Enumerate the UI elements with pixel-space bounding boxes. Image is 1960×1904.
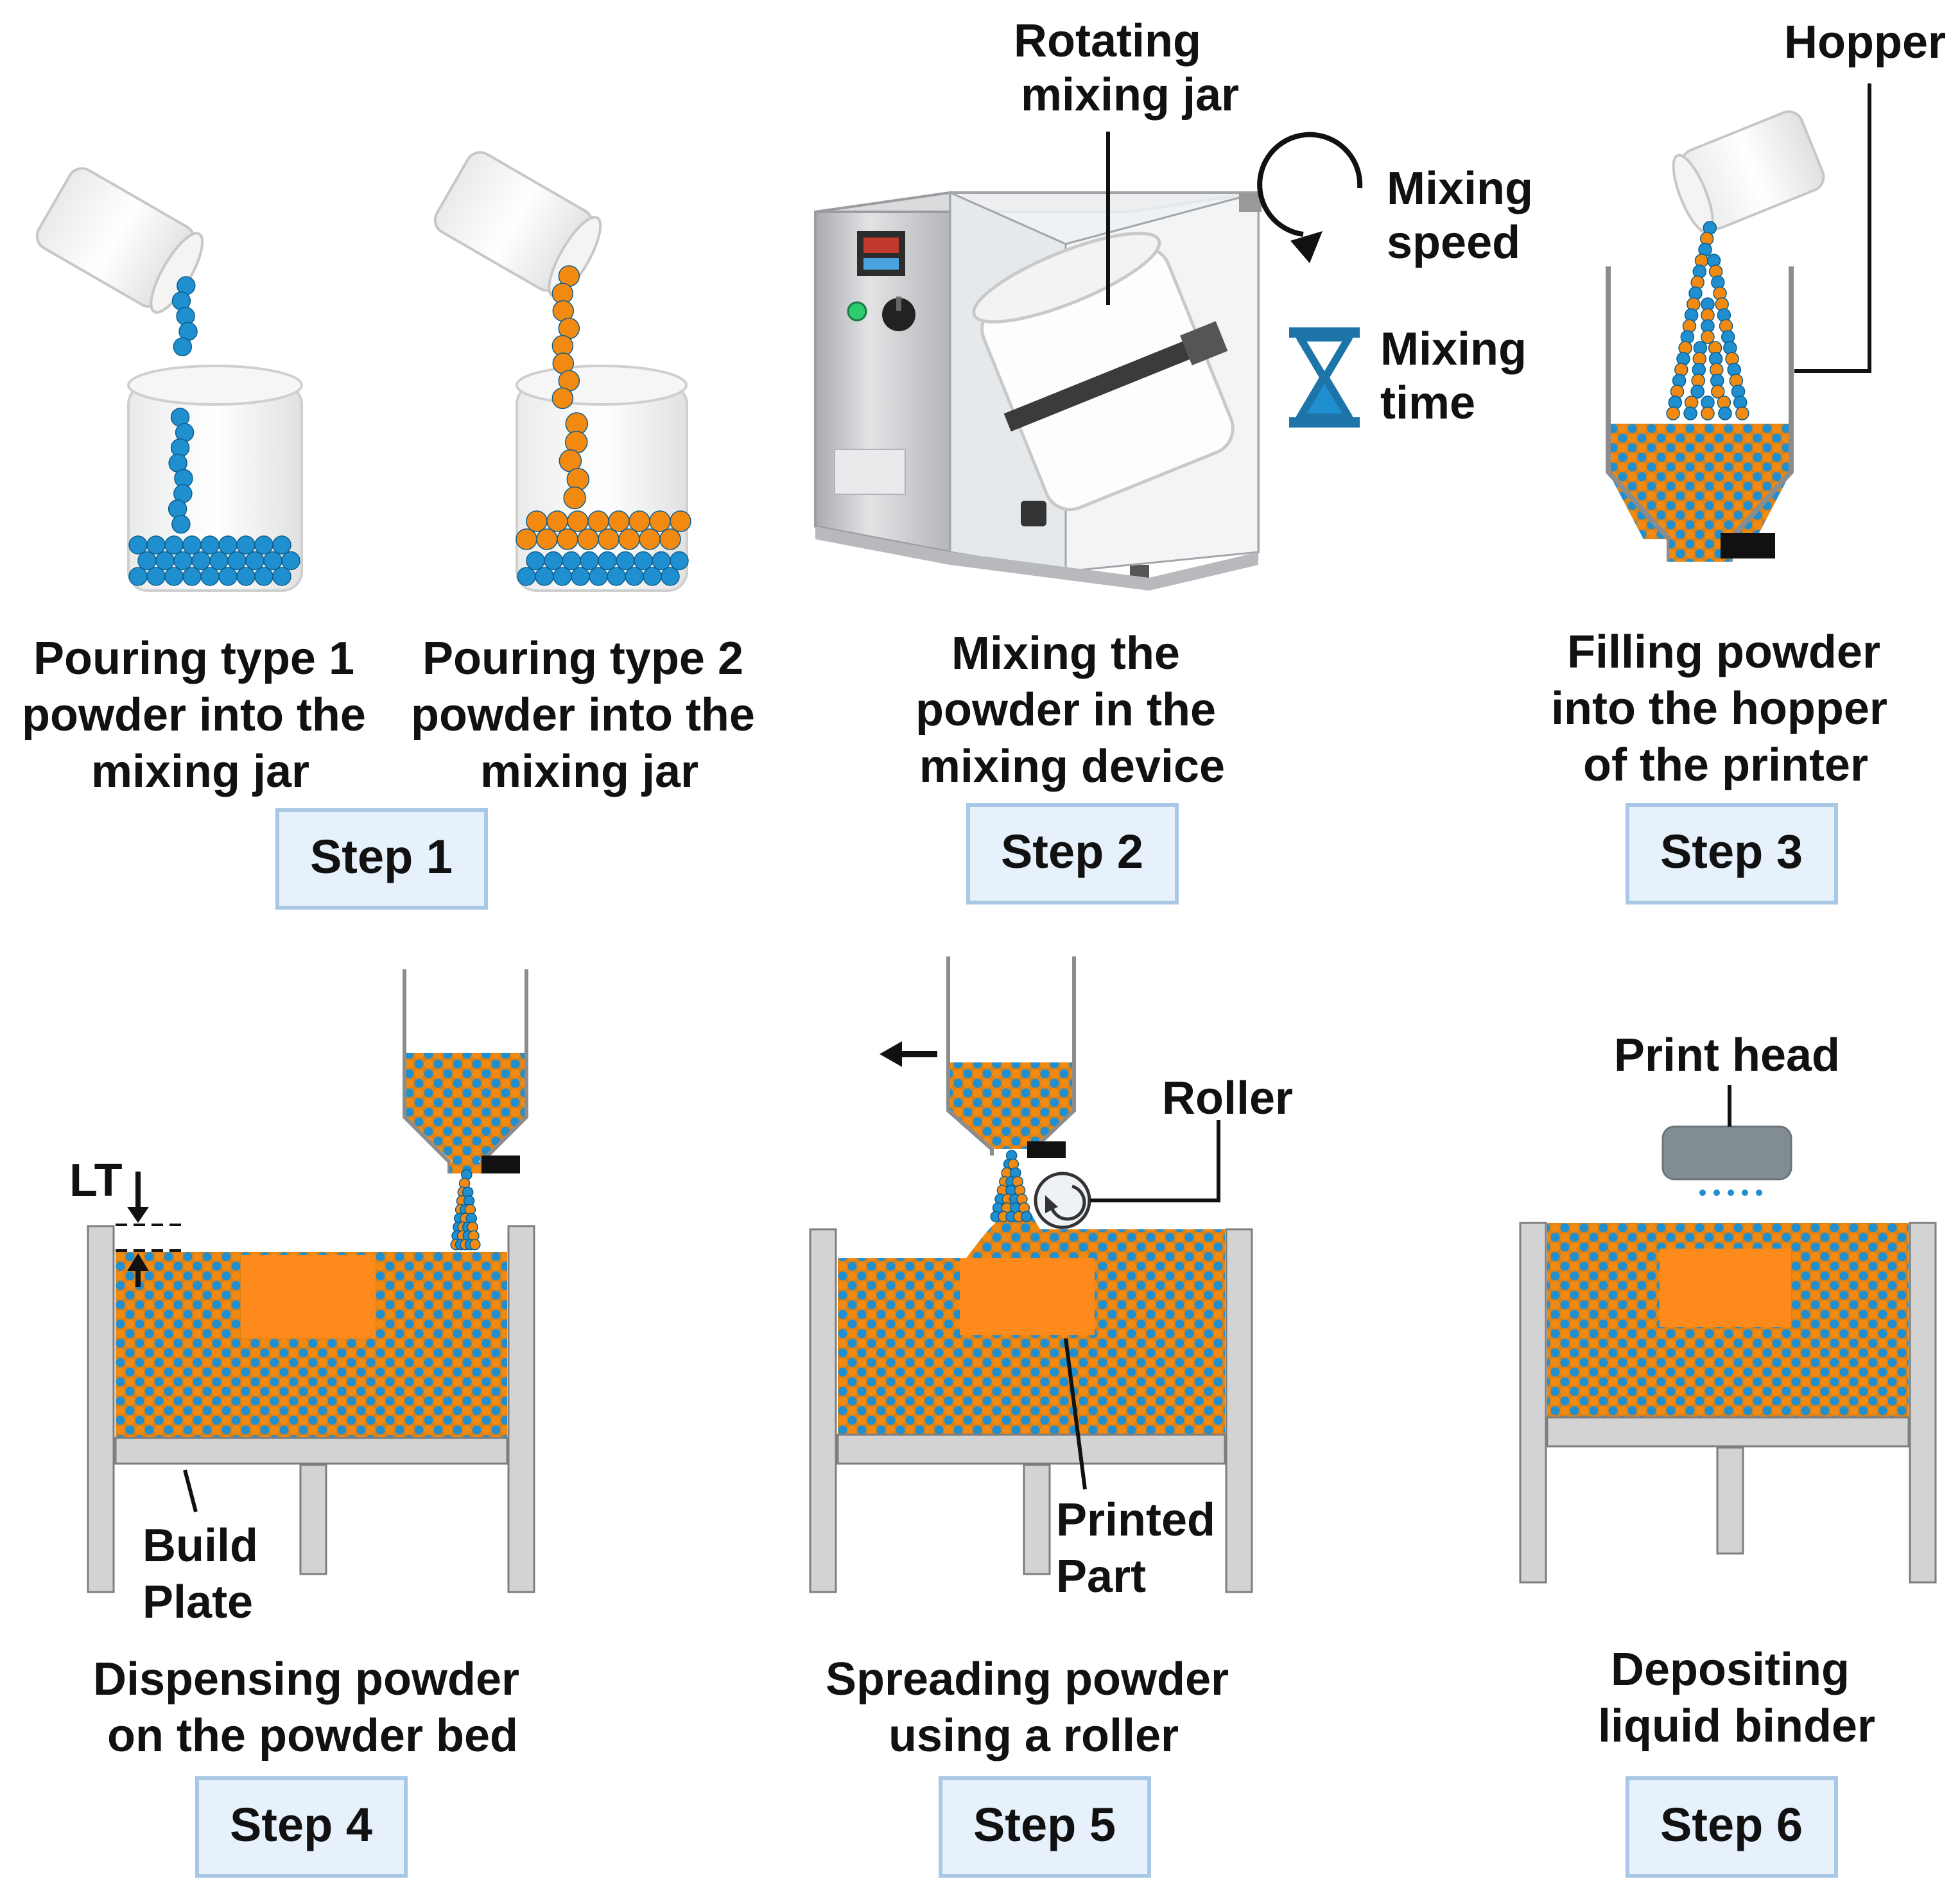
lt-label: LT <box>69 1155 123 1206</box>
powder-stream-mixed <box>1666 221 1749 420</box>
step3-caption: Filling powder into the hopper of the pr… <box>1551 627 1900 791</box>
step2-badge: Step 2 <box>966 803 1179 904</box>
dispenser-hopper-4 <box>403 969 528 1173</box>
dispensed-powder-stream <box>990 1150 1032 1222</box>
powder-bed-machine-5 <box>809 1207 1253 1593</box>
hopper-label: Hopper <box>1784 17 1946 68</box>
step3-panel: Hopper Filling powder into the hopper of… <box>1551 17 1946 904</box>
step4-caption: Dispensing powder on the powder bed <box>93 1654 532 1761</box>
printed-part-block <box>960 1258 1095 1335</box>
roller-label: Roller <box>1162 1073 1293 1124</box>
hourglass-icon <box>1289 327 1360 428</box>
step2-caption: Mixing the powder in the mixing device <box>915 628 1229 792</box>
printed-part-block <box>241 1255 376 1338</box>
build-plate <box>114 1437 508 1465</box>
step5-badge: Step 5 <box>939 1776 1151 1878</box>
step5-caption: Spreading powder using a roller <box>826 1654 1242 1761</box>
powder-bed-machine-4 <box>87 1225 535 1593</box>
step5-panel: Roller Printed Part Spreading powder usi… <box>809 956 1293 1878</box>
rotation-arrow-icon <box>1257 132 1363 263</box>
step6-panel: Print head Depositing liquid binder Step… <box>1519 1030 1937 1878</box>
step5-badge-label: Step 5 <box>973 1798 1116 1851</box>
roller-pointer-line <box>1090 1120 1220 1202</box>
step4-badge: Step 4 <box>195 1776 408 1878</box>
step4-badge-label: Step 4 <box>230 1798 372 1851</box>
dispensed-powder-stream <box>450 1169 481 1251</box>
mixing-device-icon <box>814 191 1262 591</box>
hopper-pointer-line <box>1794 83 1871 373</box>
printed-part-pointer <box>1064 1338 1087 1490</box>
step1-panel: Pouring type 1 powder into the mixing ja… <box>22 151 768 910</box>
mixing-time-label: Mixing time <box>1380 324 1539 429</box>
powder-pile-type1 <box>128 535 300 586</box>
step2-badge-label: Step 2 <box>1001 825 1143 878</box>
powder-stream-type2 <box>551 265 590 510</box>
step6-badge: Step 6 <box>1626 1776 1838 1878</box>
powder-stream-type1 <box>168 276 198 534</box>
step1-badge-label: Step 1 <box>310 830 453 883</box>
pouring-cup-3-icon <box>1672 110 1825 235</box>
step3-badge: Step 3 <box>1626 803 1838 904</box>
step3-badge-label: Step 3 <box>1660 825 1803 878</box>
build-plate-pointer <box>183 1469 198 1512</box>
roller-icon <box>1034 1172 1091 1229</box>
step4-panel: LT Build Plate Dispensing powder on the … <box>69 969 535 1878</box>
step6-caption: Depositing liquid binder <box>1598 1644 1875 1752</box>
printed-part-block <box>1660 1249 1791 1327</box>
step1-caption-type2: Pouring type 2 powder into the mixing ja… <box>411 633 768 797</box>
printed-part-label: Printed Part <box>1056 1494 1228 1602</box>
rotating-jar-label: Rotating mixing jar <box>1014 15 1239 121</box>
powder-bed-machine-6 <box>1519 1222 1937 1584</box>
step2-panel: Rotating mixing jar Mixing speed Mixing … <box>814 15 1546 904</box>
build-plate-label: Build Plate <box>143 1520 271 1628</box>
pouring-cup-2-icon <box>433 151 602 298</box>
dispenser-hopper-5 <box>946 956 1076 1158</box>
powder-pile-type2 <box>516 510 691 586</box>
pouring-cup-1-icon <box>35 167 204 314</box>
print-head-icon <box>1661 1125 1792 1196</box>
step1-badge: Step 1 <box>275 808 488 910</box>
print-head-label: Print head <box>1614 1030 1840 1081</box>
step6-badge-label: Step 6 <box>1660 1798 1803 1851</box>
step1-caption-type1: Pouring type 1 powder into the mixing ja… <box>22 633 379 797</box>
mixing-speed-label: Mixing speed <box>1387 163 1546 268</box>
printer-hopper-icon <box>1606 266 1794 562</box>
